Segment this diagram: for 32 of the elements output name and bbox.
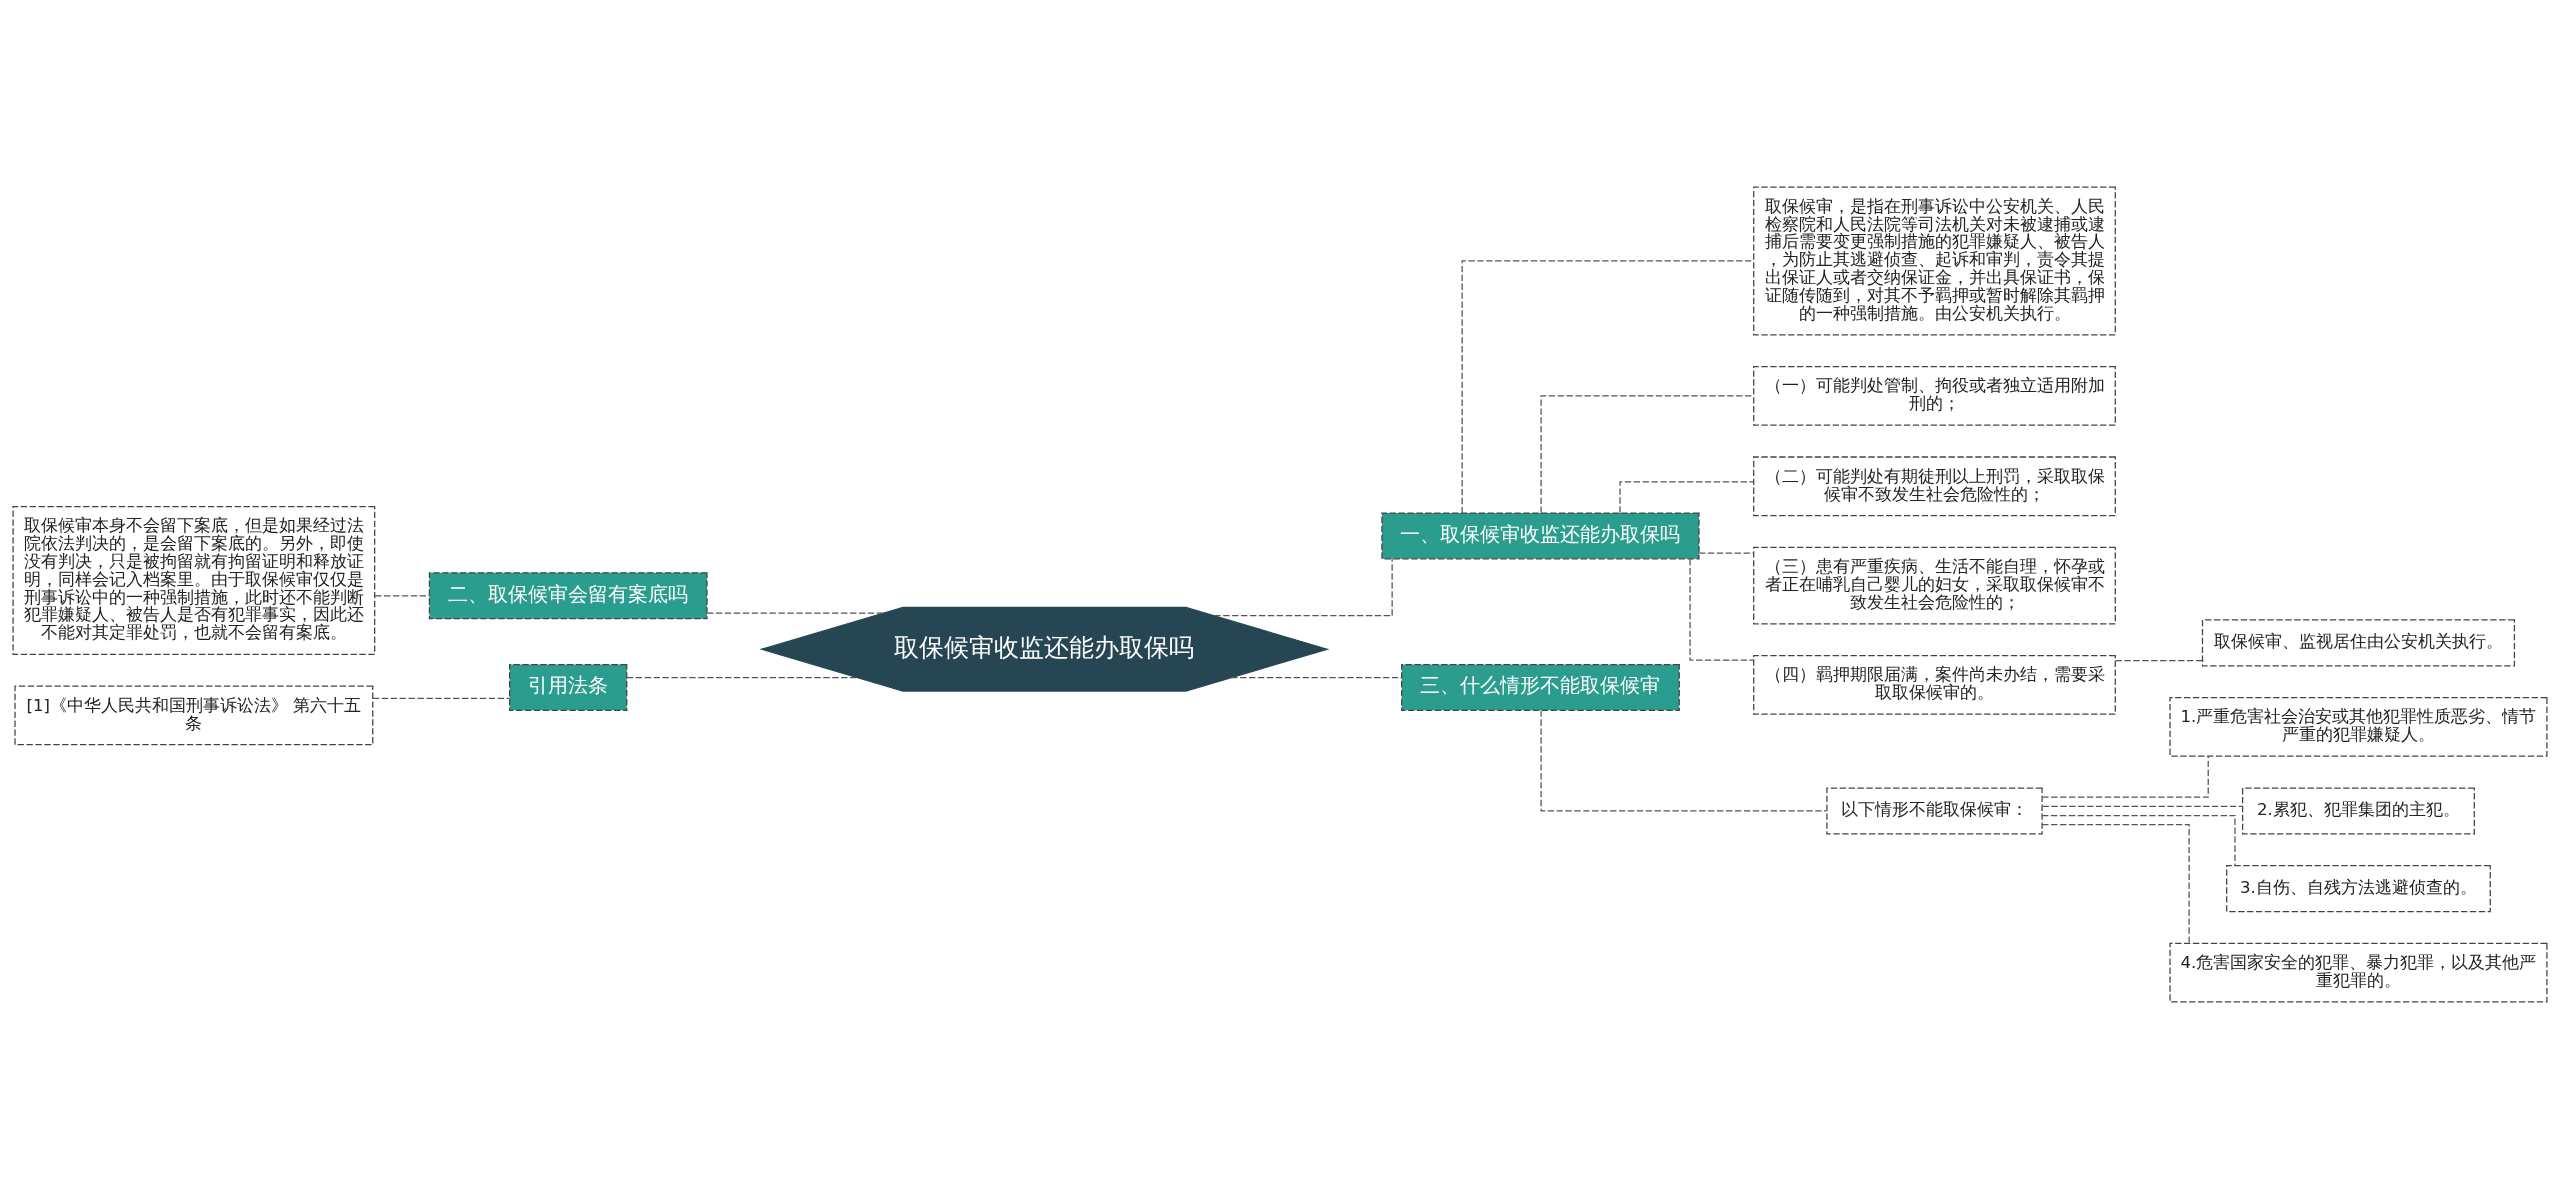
node-box: 二、取保候审会留有案底吗 xyxy=(428,572,708,620)
node-box: 取保候审，是指在刑事诉讼中公安机关、人民检察院和人民法院等司法机关对未被逮捕或逮捕后需要变更强制措施的犯罪嫌疑人、被告人，为防止其逃避侦查、起诉和审判，责令其提出保证人或者交纳保证金，并出具保证书，保证随传随到，对其不予羁押或暂时解除其羁押的一种强制措施。由公安机关执行。 xyxy=(1753,186,2116,336)
node-box: （二）可能判处有期徒刑以上刑罚，采取取保候审不致发生社会危险性的； xyxy=(1753,456,2116,517)
connector xyxy=(372,697,511,699)
connector xyxy=(2114,660,2204,662)
node-box: 三、什么情形不能取保候审 xyxy=(1401,663,1680,711)
node-box: （三）患有严重疾病、生活不能自理，怀孕或者正在哺乳自己婴儿的妇女，采取取保候审不致发生社会危险性的； xyxy=(1753,546,2116,625)
connector xyxy=(2041,755,2209,798)
node-box: 3.自伤、自残方法逃避侦查的。 xyxy=(2226,865,2491,913)
node-box: （一）可能判处管制、拘役或者独立适用附加刑的； xyxy=(1753,365,2116,426)
connector xyxy=(1540,395,1754,514)
connector xyxy=(1230,677,1403,679)
node-box: 4.危害国家安全的犯罪、暴力犯罪，以及其他严重犯罪的。 xyxy=(2169,942,2548,1003)
node-box: 1.严重危害社会治安或其他犯罪性质恶劣、情节严重的犯罪嫌疑人。 xyxy=(2169,697,2548,757)
connector xyxy=(2041,824,2190,944)
connector xyxy=(1213,558,1393,617)
connector xyxy=(374,595,431,597)
connector xyxy=(2041,814,2236,867)
connector xyxy=(2041,805,2244,807)
node-box: [1]《中华人民共和国刑事诉讼法》 第六十五条 xyxy=(14,685,374,746)
node-box: 以下情形不能取保候审： xyxy=(1826,787,2043,835)
node-box: （四）羁押期限届满，案件尚未办结，需要采取取保候审的。 xyxy=(1753,654,2116,715)
connector xyxy=(706,612,885,614)
connector xyxy=(626,677,859,679)
connector xyxy=(1698,552,1755,554)
node-box: 一、取保候审收监还能办取保吗 xyxy=(1381,512,1700,560)
connector xyxy=(1461,260,1755,514)
node-box: 引用法条 xyxy=(509,663,628,711)
node-box: 取保候审本身不会留下案底，但是如果经过法院依法判决的，是会留下案底的。另外，即使没有判决，只是被拘留就有拘留证明和释放证明，同样会记入档案里。由于取保候审仅仅是刑事诉讼中的一种强制措施，此时还不能判断犯罪嫌疑人、被告人是否有犯罪事实，因此还不能对其定罪处罚，也就不会留有案底。 xyxy=(12,506,376,655)
node-box: 取保候审、监视居住由公安机关执行。 xyxy=(2201,619,2516,667)
connector xyxy=(1689,558,1755,661)
node-box: 2.累犯、犯罪集团的主犯。 xyxy=(2241,787,2475,835)
